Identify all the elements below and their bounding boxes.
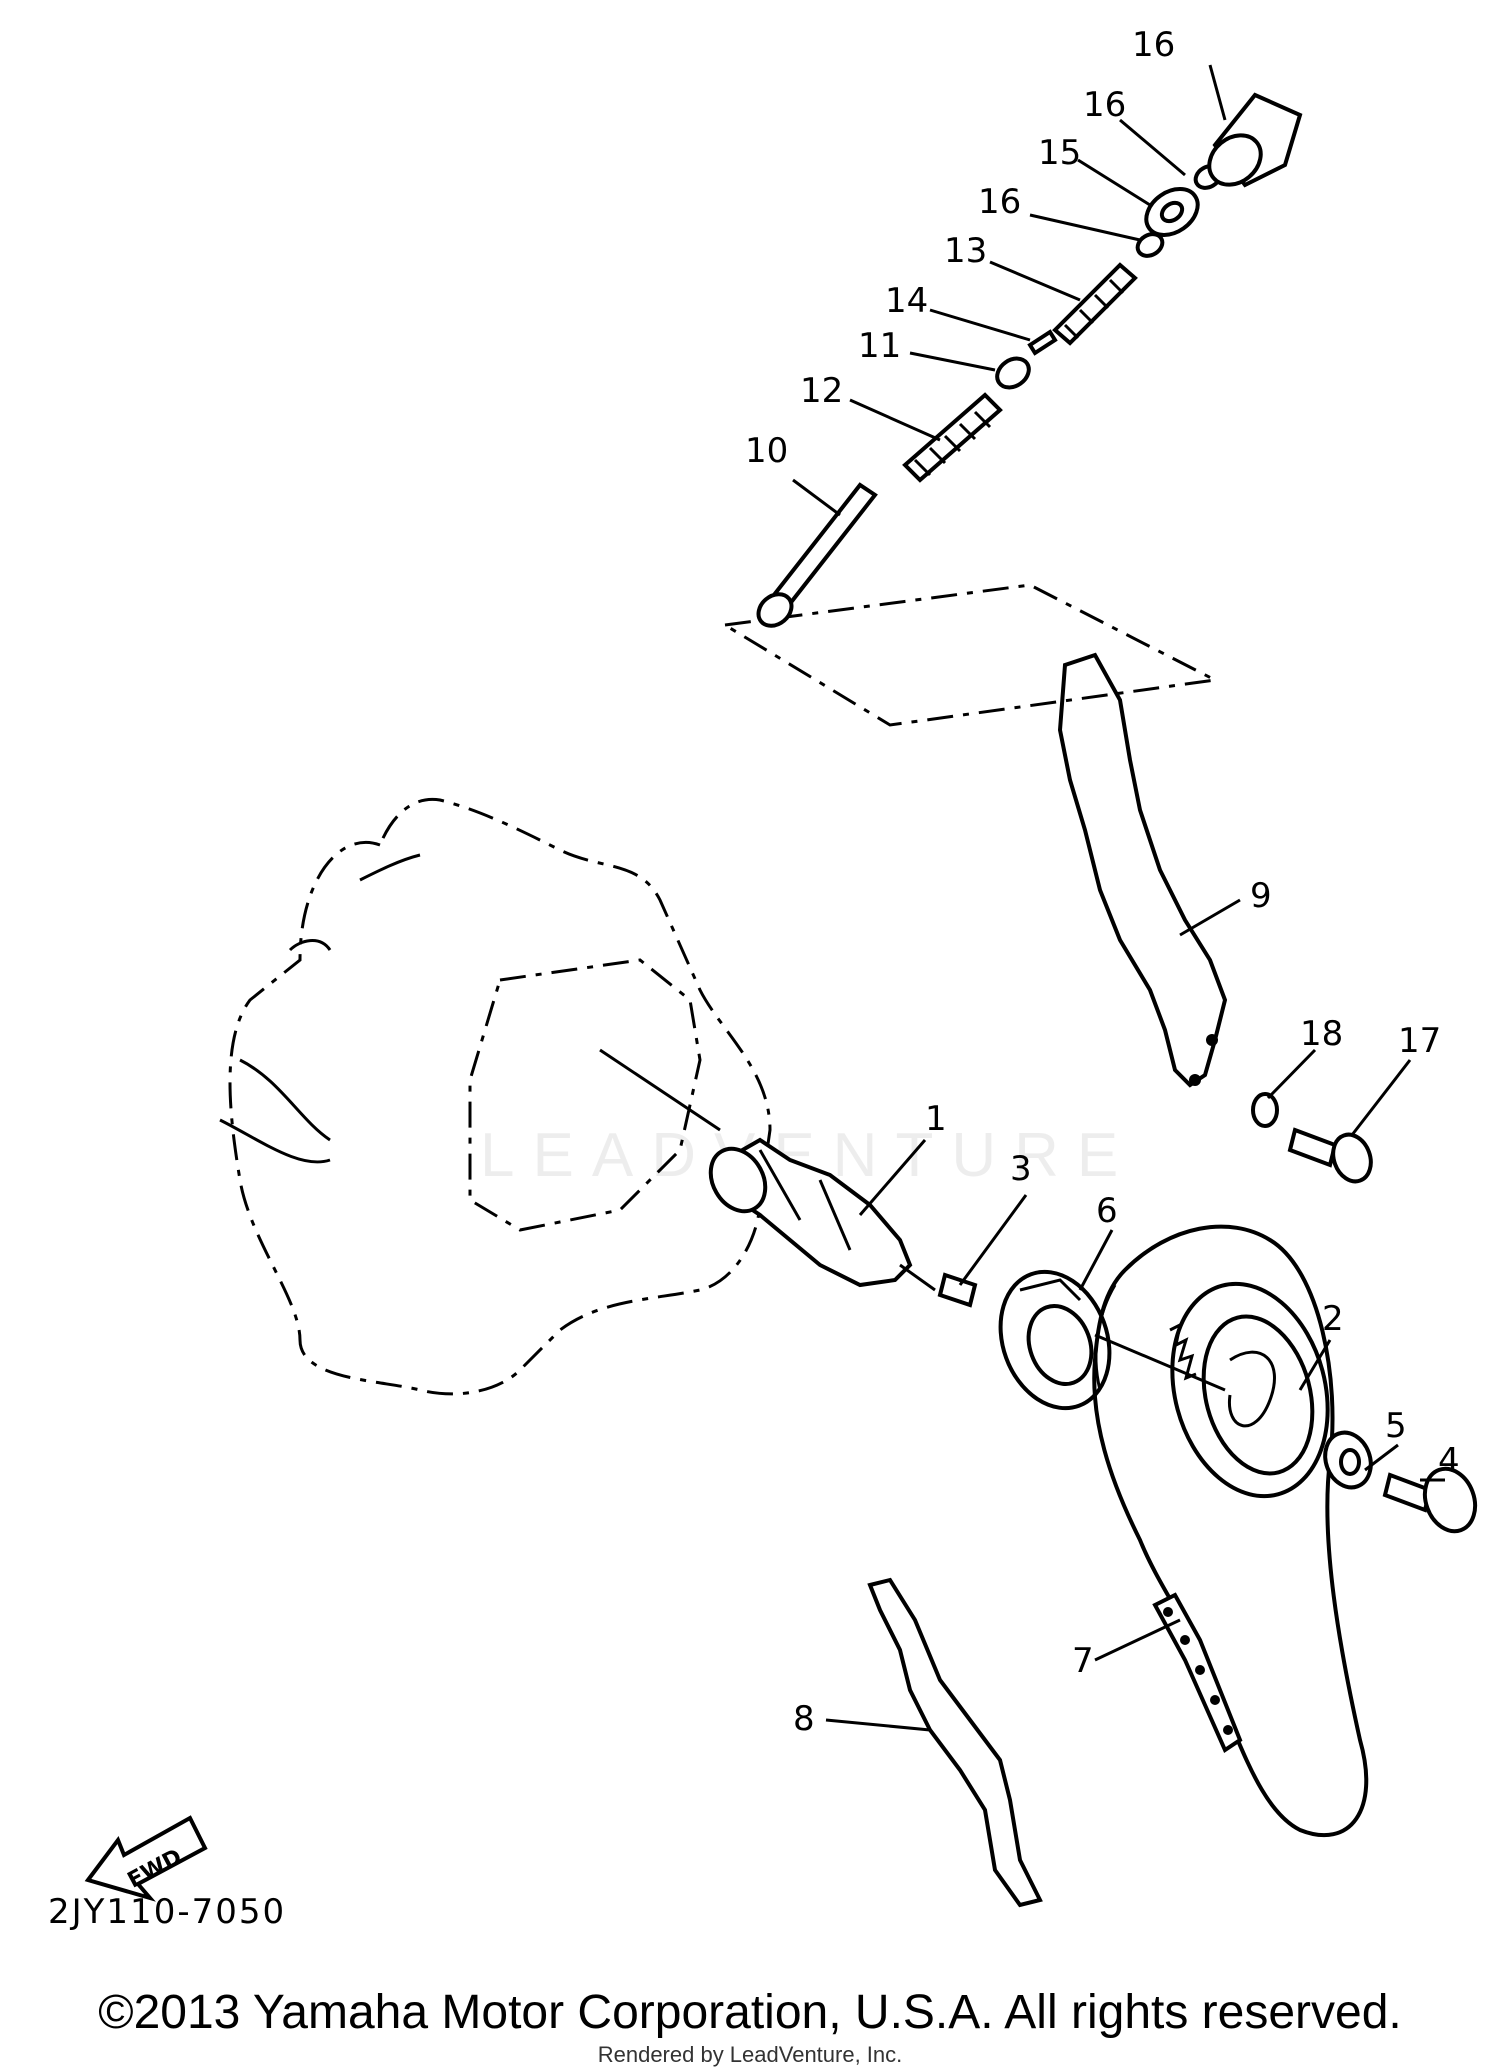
diagram-part-code: 2JY110-7050 (48, 1892, 287, 1932)
callout-11: 11 (858, 326, 901, 366)
callout-7: 7 (1072, 1641, 1094, 1681)
callout-3: 3 (1010, 1149, 1032, 1189)
callout-4: 4 (1438, 1441, 1460, 1481)
axis-line (599, 1048, 721, 1132)
washer (1323, 1430, 1373, 1490)
callout-17: 16 (1132, 25, 1175, 65)
callout-2: 2 (1322, 1299, 1344, 1339)
sprocket-bolt (1382, 1466, 1478, 1534)
guide-washer (1251, 1092, 1279, 1128)
callout-1: 1 (925, 1099, 947, 1139)
o-ring-lower (1135, 232, 1165, 258)
cam-sprocket (1169, 1281, 1330, 1499)
assembly-frame (720, 583, 1220, 727)
guide-bolt (1287, 1127, 1373, 1184)
sprocket-axis-line (1094, 1333, 1226, 1392)
callout-18: 17 (1398, 1021, 1441, 1061)
callout-numbers: 16 16 15 16 13 14 11 12 10 9 18 17 1 3 6… (745, 25, 1460, 1739)
callout-13: 13 (944, 231, 987, 271)
tensioner-guide (1057, 652, 1228, 1088)
collar (995, 356, 1031, 390)
callout-16-upper: 16 (1083, 85, 1126, 125)
spring-13 (1052, 262, 1138, 346)
cylinder-head-outline (219, 797, 772, 1396)
tensioner-rod (756, 482, 878, 628)
spring-14 (1027, 329, 1058, 356)
spring-12 (902, 392, 1003, 483)
callout-9: 9 (1250, 876, 1272, 916)
callout-8: 8 (793, 1699, 815, 1739)
adjuster-nut (1144, 187, 1200, 237)
callout-12: 12 (800, 371, 843, 411)
decompressor (998, 1269, 1112, 1411)
callout-10: 10 (745, 431, 788, 471)
callout-19: 18 (1300, 1014, 1343, 1054)
chain-links (1152, 1592, 1243, 1753)
fwd-arrow-icon: FWD (84, 1815, 208, 1902)
callout-15: 15 (1038, 133, 1081, 173)
chain-guide (867, 1577, 1043, 1908)
dowel-pin (937, 1272, 978, 1308)
cap-bolt (1207, 92, 1303, 188)
callout-16-lower: 16 (978, 182, 1021, 222)
copyright-notice: ©2013 Yamaha Motor Corporation, U.S.A. A… (98, 1986, 1402, 2039)
callout-14: 14 (885, 281, 928, 321)
camshaft (708, 1137, 936, 1292)
callout-5: 5 (1385, 1406, 1407, 1446)
rendered-by-note: Rendered by LeadVenture, Inc. (597, 2042, 903, 2067)
leader-lines (792, 64, 1445, 1732)
cam-chain (1092, 1224, 1369, 1837)
callout-6: 6 (1096, 1191, 1118, 1231)
